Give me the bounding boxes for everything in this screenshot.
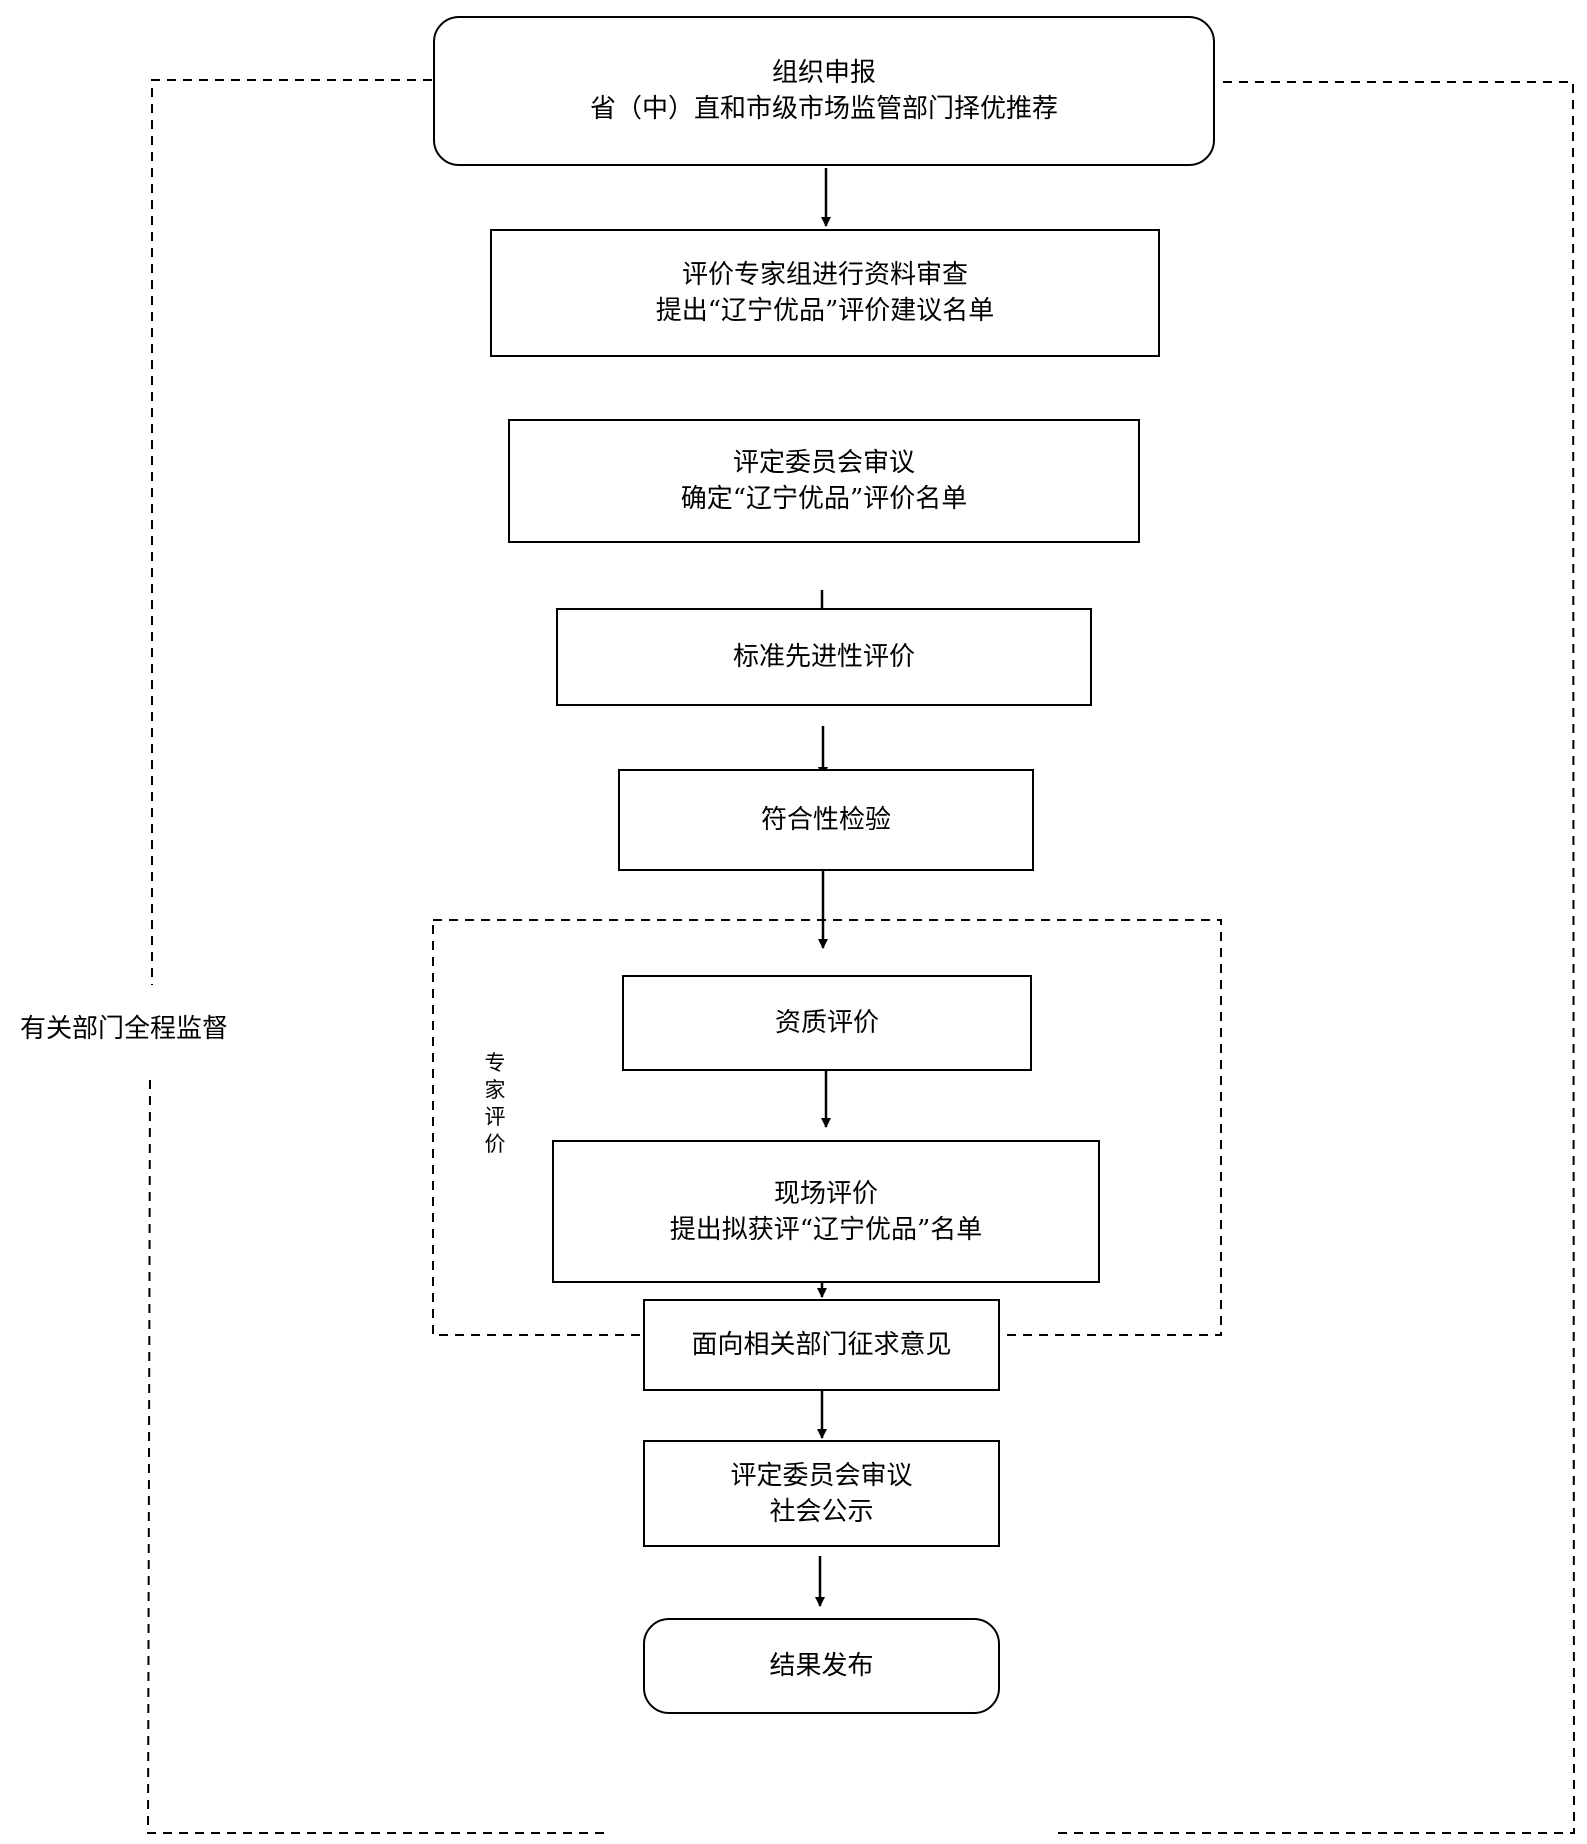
expert-evaluation-char-4: 价 [484,1132,506,1156]
expert-evaluation-label: 专 家 评 价 [482,1050,508,1158]
node-apply: 组织申报 省（中）直和市级市场监管部门择优推荐 [433,16,1215,166]
node-standard-evaluation: 标准先进性评价 [556,608,1092,706]
node-review-line1: 评价专家组进行资料审查 [681,260,968,290]
node-review-line2: 提出“辽宁优品”评价建议名单 [655,296,995,326]
node-committee-review-2-line2: 社会公示 [769,1496,874,1527]
node-onsite-evaluation: 现场评价 提出拟获评“辽宁优品”名单 [552,1140,1100,1283]
node-committee-review-1-line2: 确定“辽宁优品”评价名单 [680,484,968,514]
node-committee-review-2-line1: 评定委员会审议 [730,1460,913,1491]
node-committee-review-1-line1: 评定委员会审议 [732,448,915,478]
expert-evaluation-char-1: 专 [484,1051,506,1075]
node-review: 评价专家组进行资料审查 提出“辽宁优品”评价建议名单 [490,229,1160,357]
node-standard-evaluation-line1: 标准先进性评价 [732,642,915,672]
node-apply-line2: 省（中）直和市级市场监管部门择优推荐 [589,94,1058,124]
node-qualification-evaluation-line1: 资质评价 [774,1008,879,1038]
node-publish-results: 结果发布 [643,1618,1000,1714]
expert-evaluation-frame [432,919,1222,1336]
node-conformity-test: 符合性检验 [618,769,1034,871]
supervision-label: 有关部门全程监督 [20,1008,229,1045]
node-onsite-evaluation-line1: 现场评价 [773,1178,878,1209]
node-committee-review-2: 评定委员会审议 社会公示 [643,1440,1000,1547]
node-consult-departments-line1: 面向相关部门征求意见 [691,1330,952,1360]
node-conformity-test-line1: 符合性检验 [760,805,891,835]
expert-evaluation-char-3: 评 [484,1105,506,1129]
node-consult-departments: 面向相关部门征求意见 [643,1299,1000,1391]
node-committee-review-1: 评定委员会审议 确定“辽宁优品”评价名单 [508,419,1140,543]
node-publish-results-line1: 结果发布 [769,1651,874,1681]
node-apply-line1: 组织申报 [771,58,876,88]
supervision-frame [146,79,1576,1834]
expert-evaluation-char-2: 家 [484,1078,506,1102]
node-onsite-evaluation-line2: 提出拟获评“辽宁优品”名单 [669,1214,983,1245]
node-qualification-evaluation: 资质评价 [622,975,1032,1071]
